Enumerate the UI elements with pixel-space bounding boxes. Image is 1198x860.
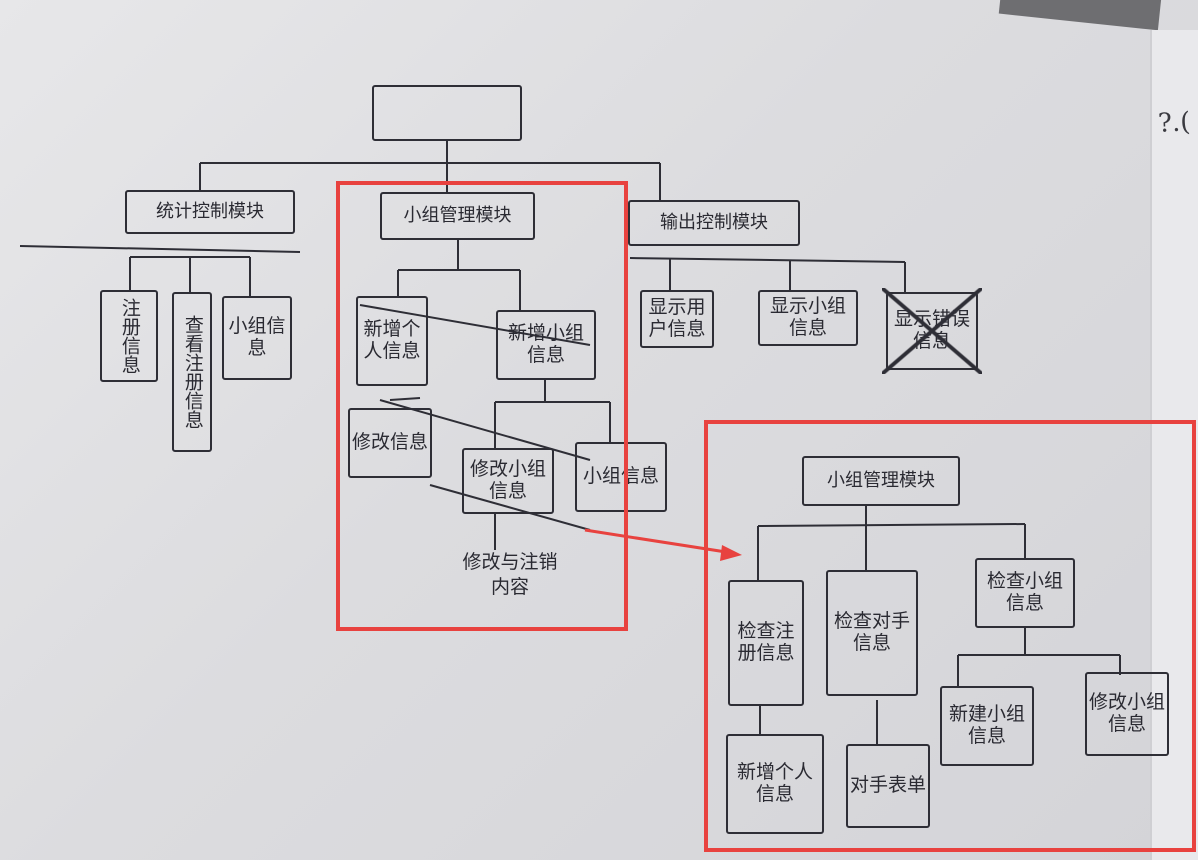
- node-add-group-info: 新增小组信息: [496, 310, 596, 380]
- node-check-opponent-info: 检查对手信息: [826, 570, 918, 696]
- node-modify-group-info: 修改小组信息: [462, 448, 554, 514]
- node-modify-group-info-revised: 修改小组信息: [1085, 672, 1169, 756]
- node-group-info-2: 小组信息: [575, 442, 667, 512]
- node-group-info: 小组信息: [222, 296, 292, 380]
- node-check-group-info: 检查小组信息: [975, 558, 1075, 628]
- node-registration-info: 注册信息: [100, 290, 158, 382]
- statistics-control-module: 统计控制模块: [125, 190, 295, 234]
- modify-cancel-content-text: 修改与注销内容: [462, 551, 558, 598]
- node-view-registration-info: 查看注册信息: [172, 292, 212, 452]
- node-add-personal-info-revised: 新增个人信息: [726, 734, 824, 834]
- highlight-frame-revised: [704, 420, 1196, 852]
- group-management-module: 小组管理模块: [380, 192, 535, 240]
- node-opponent-form: 对手表单: [846, 744, 930, 828]
- node-show-error-info-crossed: 显示错误信息: [882, 288, 982, 374]
- revised-group-management-module: 小组管理模块: [802, 456, 960, 506]
- node-show-group-info: 显示小组信息: [758, 290, 858, 346]
- node-show-user-info: 显示用户信息: [640, 290, 714, 348]
- node-modify-info: 修改信息: [348, 408, 432, 478]
- node-check-registration-info: 检查注册信息: [728, 580, 804, 706]
- node-add-personal-info: 新增个人信息: [356, 296, 428, 386]
- root-node: [372, 85, 522, 141]
- highlight-frame-original: [336, 181, 628, 631]
- node-new-group-info: 新建小组信息: [940, 686, 1034, 766]
- adjacent-paper: [1150, 30, 1198, 860]
- output-control-module: 输出控制模块: [628, 200, 800, 246]
